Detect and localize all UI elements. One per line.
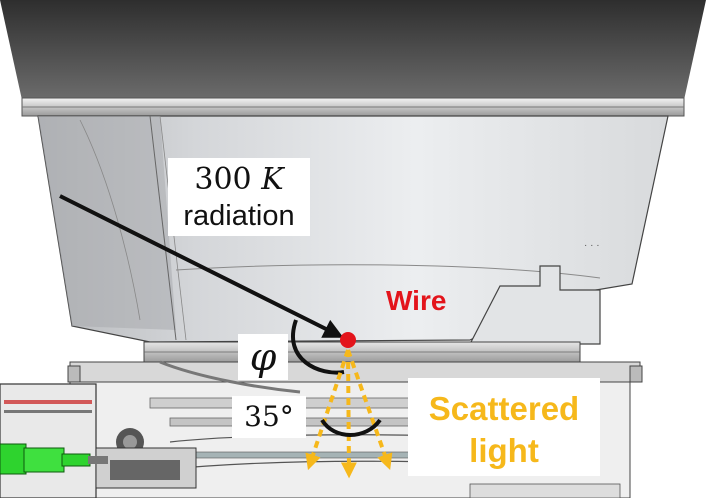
- svg-text:· · ·: · · ·: [584, 240, 600, 251]
- scattered-light-label: Scattered light: [408, 378, 600, 476]
- phi-label: φ: [238, 334, 288, 380]
- phi-angle-arc: [291, 319, 345, 375]
- scattered-light-rays: [305, 349, 393, 479]
- radiation-arrow: [59, 194, 344, 338]
- right-bracket: [469, 265, 601, 345]
- funnel-shadow: [38, 116, 176, 330]
- angle-label: 35°: [232, 396, 306, 438]
- green-connector: [0, 443, 108, 475]
- radiation-label: 300 K radiation: [168, 158, 310, 236]
- radiation-word: radiation: [183, 200, 295, 232]
- top-dark-panel: [0, 0, 706, 100]
- scatter-angle-arc: [320, 418, 382, 437]
- scattered-line2: light: [469, 432, 539, 469]
- wire-label: Wire: [386, 285, 447, 316]
- scattered-line1: Scattered: [428, 390, 580, 427]
- radiation-temperature: 300 K: [194, 162, 284, 197]
- wire-dot: [340, 332, 356, 348]
